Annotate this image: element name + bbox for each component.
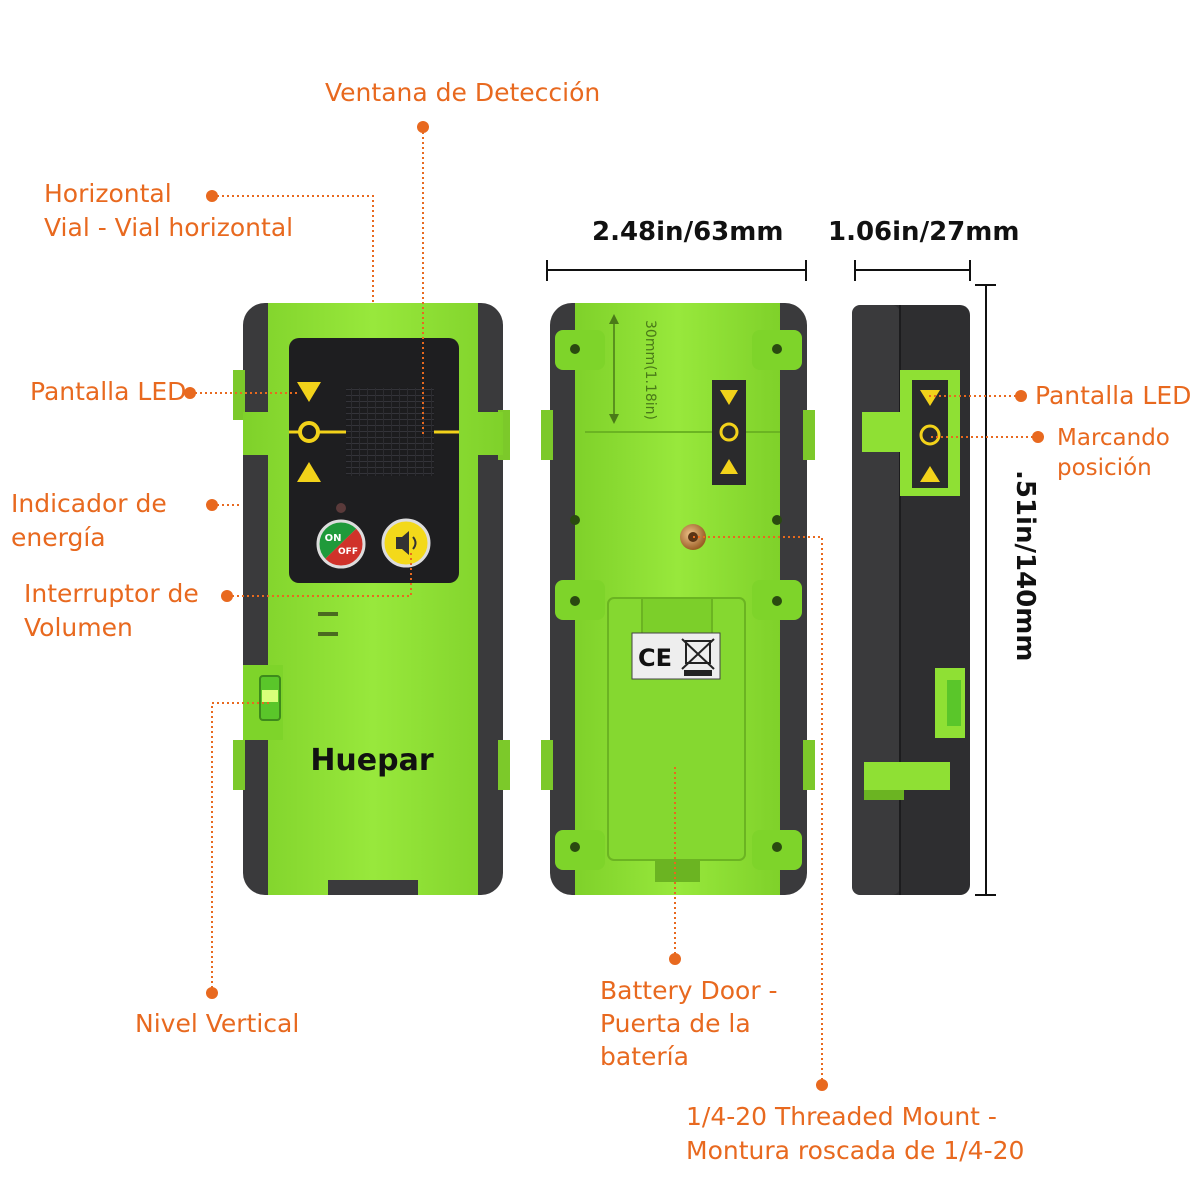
ce-mark: CE <box>638 644 672 672</box>
speaker-slot <box>318 632 338 636</box>
label-battery-2: Puerta de la <box>600 1009 751 1038</box>
callout-lines <box>190 127 1038 1085</box>
label-ventana: Ventana de Detección <box>325 78 601 107</box>
on-label: ON <box>325 533 342 544</box>
led-indicators-front <box>289 382 459 482</box>
back-view: 30mm(1.18in) CE <box>541 303 815 895</box>
power-indicator <box>336 503 346 513</box>
label-marcando-1: Marcando <box>1057 425 1170 451</box>
dimension-width: 2.48in/63mm <box>592 217 784 247</box>
label-pantalla-left: Pantalla LED <box>30 377 187 406</box>
label-indicador-2: energía <box>11 523 106 552</box>
volume-button <box>381 518 431 568</box>
inner-dimension-text: 30mm(1.18in) <box>642 320 658 420</box>
weee-icon <box>681 638 715 676</box>
side-view <box>852 305 970 895</box>
label-mount-1: 1/4-20 Threaded Mount - <box>686 1102 997 1131</box>
power-button <box>316 519 366 569</box>
speaker-slot <box>318 612 338 616</box>
dimension-lines <box>546 260 996 896</box>
label-interruptor-2: Volumen <box>24 613 133 642</box>
label-mount-2: Montura roscada de 1/4-20 <box>686 1136 1025 1165</box>
callout-dots <box>184 121 1044 1091</box>
dimension-height: .51in/140mm <box>1010 470 1040 662</box>
label-horizontal-1: Horizontal <box>44 179 172 208</box>
label-horizontal-2: Vial - Vial horizontal <box>44 213 294 242</box>
label-interruptor-1: Interruptor de <box>24 579 199 608</box>
front-view: ON OFF Huepar <box>233 303 510 895</box>
dimension-depth: 1.06in/27mm <box>828 217 1020 247</box>
label-pantalla-right: Pantalla LED <box>1035 381 1192 410</box>
label-indicador-1: Indicador de <box>11 489 167 518</box>
label-battery-3: batería <box>600 1042 689 1071</box>
detection-window <box>346 388 434 476</box>
label-marcando-2: posición <box>1057 455 1152 481</box>
label-nivel-vertical: Nivel Vertical <box>135 1009 300 1038</box>
brand-logo: Huepar <box>310 743 434 778</box>
off-label: OFF <box>338 547 358 557</box>
label-battery-1: Battery Door - <box>600 976 778 1005</box>
